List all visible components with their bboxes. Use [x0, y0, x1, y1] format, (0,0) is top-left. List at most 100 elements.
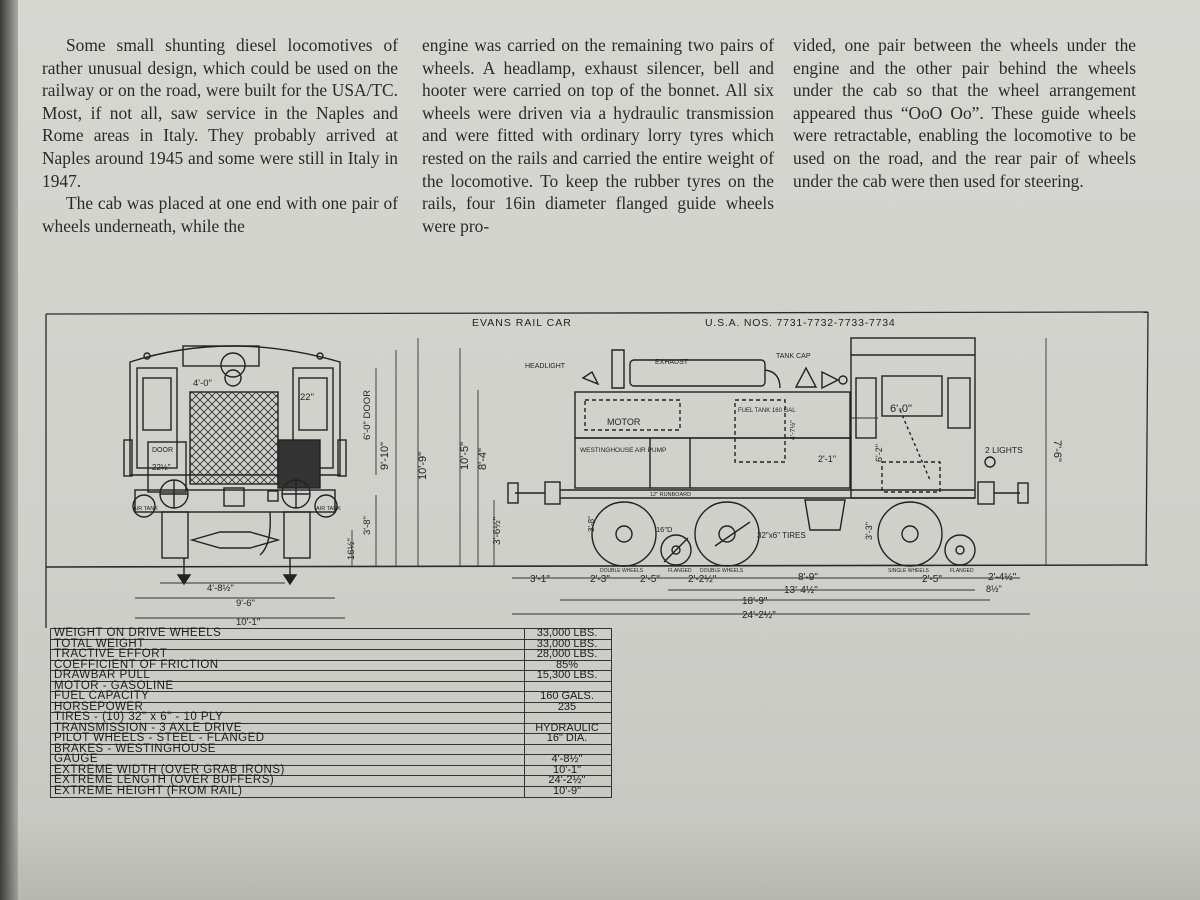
fuel-tank-label: FUEL TANK 160 GAL [738, 408, 796, 414]
dim-label: 2'-4½" [988, 572, 1017, 583]
dim-label: 7'-6" [1051, 440, 1063, 462]
dim-label: 3'-1" [530, 574, 550, 585]
book-gutter [0, 0, 22, 900]
dim-label: 10'-5" [459, 442, 471, 470]
dim-label: 2'-3" [590, 574, 610, 585]
dim-label: 16½" [346, 538, 357, 560]
spec-row: BRAKES - WESTINGHOUSE [50, 742, 612, 756]
spec-value: 85% [555, 658, 579, 671]
text-column-1: Some small shunting diesel locomotives o… [42, 34, 398, 237]
cab-width-label: 6'-0" [890, 403, 912, 415]
spec-row: EXTREME LENGTH (OVER BUFFERS) 24'-2½" [50, 774, 612, 787]
dim-label: 6'-2" [874, 444, 884, 462]
spec-row: MOTOR - GASOLINE [50, 679, 612, 693]
flanged-label: FLANGED [950, 568, 974, 574]
dim-label: 18'-9" [742, 596, 768, 607]
air-tank-label: AIR TANK [133, 506, 158, 512]
dim-label: 2'-5" [640, 574, 660, 585]
dim-label: 2'-5" [922, 574, 942, 585]
spec-label: MOTOR - GASOLINE [54, 679, 174, 692]
spec-row: WEIGHT ON DRIVE WHEELS 33,000 LBS. [50, 627, 612, 640]
spec-row: TRANSMISSION - 3 AXLE DRIVE HYDRAULIC [50, 721, 612, 735]
paragraph: Some small shunting diesel locomotives o… [42, 35, 398, 191]
air-pump-label: WESTINGHOUSE AIR PUMP [580, 447, 666, 454]
spec-value: 15,300 LBS. [536, 669, 598, 681]
runboard-label: 12" RUNBOARD [650, 492, 691, 498]
spec-value: 10'-9" [552, 784, 582, 797]
spec-label: FUEL CAPACITY [54, 690, 150, 702]
spec-label: GAUGE [54, 753, 99, 765]
spec-value: 24'-2½" [548, 774, 586, 786]
dim-label: 4'-8½" [207, 583, 234, 594]
dim-label: 9'-10" [379, 442, 391, 470]
spec-value: 33,000 LBS. [536, 637, 598, 650]
tank-cap-label: TANK CAP [776, 353, 811, 360]
spec-label: PILOT WHEELS - STEEL - FLANGED [54, 732, 265, 744]
drawing-numbers: U.S.A. NOS. 7731-7732-7733-7734 [705, 317, 896, 329]
spec-row: PILOT WHEELS - STEEL - FLANGED 16" DIA. [50, 732, 612, 745]
motor-label: MOTOR [607, 417, 641, 427]
door-label: DOOR [152, 447, 173, 454]
spec-label: EXTREME HEIGHT (FROM RAIL) [54, 784, 243, 797]
spec-value: 28,000 LBS. [536, 648, 598, 660]
dim-label: 22" [300, 392, 314, 403]
headlight-label: HEADLIGHT [525, 363, 566, 370]
dim-label: 3'-8" [587, 516, 596, 532]
air-tank-label: AIR TANK [316, 506, 341, 512]
spec-value: 10'-1" [552, 763, 582, 776]
dim-label: 8'-9" [798, 572, 818, 583]
dim-label: 8'-4" [477, 448, 489, 470]
spec-value: 160 GALS. [540, 690, 594, 702]
dim-label: 10'-1" [236, 617, 260, 628]
dim-label: 13'-4½" [784, 585, 818, 596]
dim-label: 3'-8" [362, 516, 373, 535]
spec-label: TRANSMISSION - 3 AXLE DRIVE [54, 721, 242, 734]
spec-row: COEFFICIENT OF FRICTION 85% [50, 658, 612, 672]
dim-label: 6'-0" DOOR [362, 390, 373, 440]
text-column-3: vided, one pair between the wheels under… [793, 34, 1136, 192]
flanged-label: FLANGED [668, 568, 692, 574]
spec-label: EXTREME LENGTH (OVER BUFFERS) [54, 774, 275, 786]
dim-label: 3'-6½" [492, 516, 503, 545]
spec-value: 33,000 LBS. [536, 627, 598, 639]
exhaust-label: EXHAUST [655, 359, 689, 366]
dim-label: 2'-1" [818, 454, 836, 464]
spec-table: WEIGHT ON DRIVE WHEELS 33,000 LBS.TOTAL W… [50, 627, 612, 798]
spec-label: HORSEPOWER [54, 700, 144, 713]
dim-label: 10'-9" [417, 452, 429, 480]
dim-label: 4'-0" [193, 378, 212, 389]
double-wheels-label: DOUBLE WHEELS [700, 568, 744, 574]
spec-row: GAUGE 4'-8½" [50, 753, 612, 766]
spec-row: EXTREME HEIGHT (FROM RAIL) 10'-9" [50, 784, 612, 798]
paragraph: vided, one pair between the wheels under… [793, 35, 1136, 191]
spec-label: WEIGHT ON DRIVE WHEELS [54, 627, 222, 639]
double-wheels-label: DOUBLE WHEELS [600, 568, 644, 574]
spec-label: COEFFICIENT OF FRICTION [54, 658, 219, 671]
dim-label: 3'-3" [864, 522, 874, 540]
page-shadow [0, 820, 1200, 900]
spec-value: HYDRAULIC [535, 721, 599, 734]
spec-row: TIRES - (10) 32" x 6" - 10 PLY [50, 711, 612, 724]
spec-value: 4'-8½" [551, 753, 583, 765]
side-view [507, 337, 1029, 567]
spec-label: BRAKES - WESTINGHOUSE [54, 742, 216, 755]
two-lights-label: 2 LIGHTS [985, 445, 1023, 455]
spec-label: EXTREME WIDTH (OVER GRAB IRONS) [54, 763, 285, 776]
text-column-2: engine was carried on the remaining two … [422, 34, 774, 237]
dim-label: 8½" [986, 584, 1002, 594]
spec-label: TIRES - (10) 32" x 6" - 10 PLY [54, 711, 224, 723]
paragraph: The cab was placed at one end with one p… [42, 193, 398, 236]
spec-label: DRAWBAR PULL [54, 669, 151, 681]
dim-label: 24'-2½" [742, 610, 776, 621]
spec-row: FUEL CAPACITY 160 GALS. [50, 690, 612, 703]
spec-label: TRACTIVE EFFORT [54, 648, 168, 660]
spec-value: 16" DIA. [546, 732, 588, 744]
spec-row: TRACTIVE EFFORT 28,000 LBS. [50, 648, 612, 661]
end-view [123, 345, 347, 586]
single-wheels-label: SINGLE WHEELS [888, 568, 930, 574]
dim-label: 2'-2½" [688, 574, 717, 585]
dim-label: 22½" [152, 463, 171, 472]
